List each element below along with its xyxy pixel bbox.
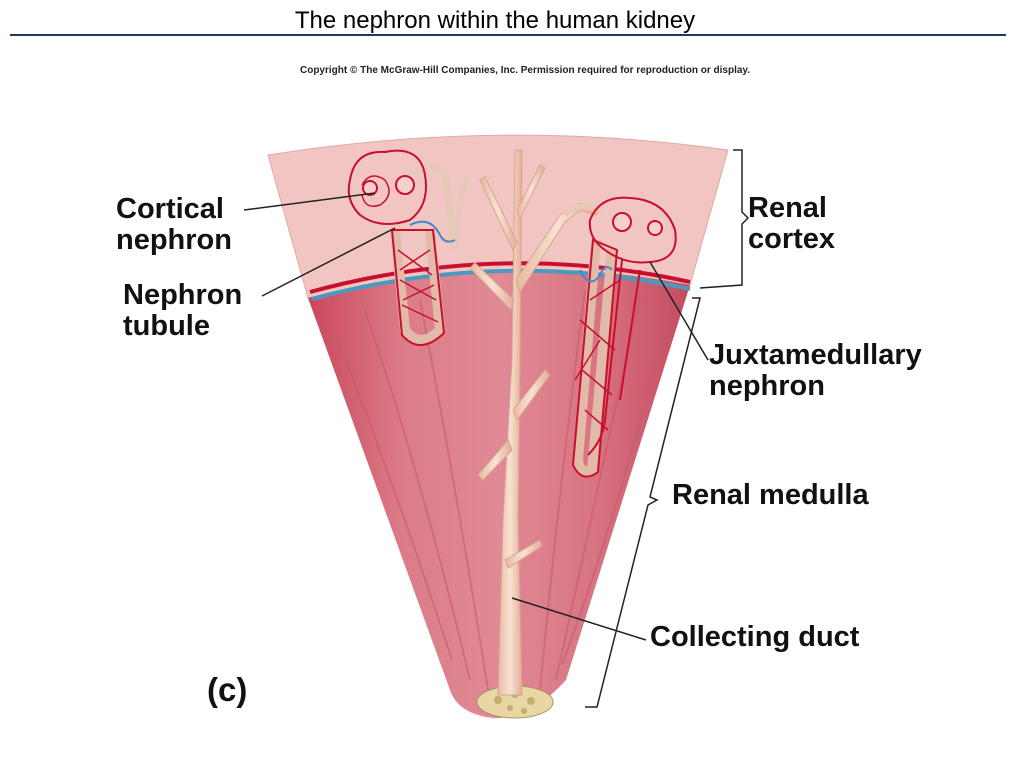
collecting-duct-tree <box>469 149 601 696</box>
copyright-notice: Copyright © The McGraw-Hill Companies, I… <box>299 65 751 76</box>
label-renal-medulla: Renal medulla <box>672 479 869 511</box>
label-nephron-tubule: Nephron tubule <box>123 279 243 342</box>
label-cortical-nephron: Cortical nephron <box>116 193 232 256</box>
title-divider <box>10 34 1006 36</box>
label-renal-cortex: Renal cortex <box>748 192 836 255</box>
renal-medulla-region <box>308 269 690 719</box>
juxtamedullary-nephron-leader <box>649 261 709 361</box>
label-panel-c: (c) <box>207 671 248 708</box>
label-collecting-duct: Collecting duct <box>650 621 860 653</box>
collecting-duct-leader <box>511 597 647 641</box>
juxtamedullary-nephron <box>562 196 677 478</box>
cortical-nephron-leader <box>243 192 376 211</box>
cortical-nephron <box>347 149 472 346</box>
slide-title: The nephron within the human kidney <box>294 7 696 34</box>
renal-medulla-bracket <box>585 297 701 708</box>
renal-cortex-bracket <box>699 149 750 289</box>
medulla-striations <box>329 289 671 691</box>
nephron-tubule-leader <box>261 227 396 297</box>
label-juxtamedullary-nephron: Juxtamedullary nephron <box>709 339 922 402</box>
